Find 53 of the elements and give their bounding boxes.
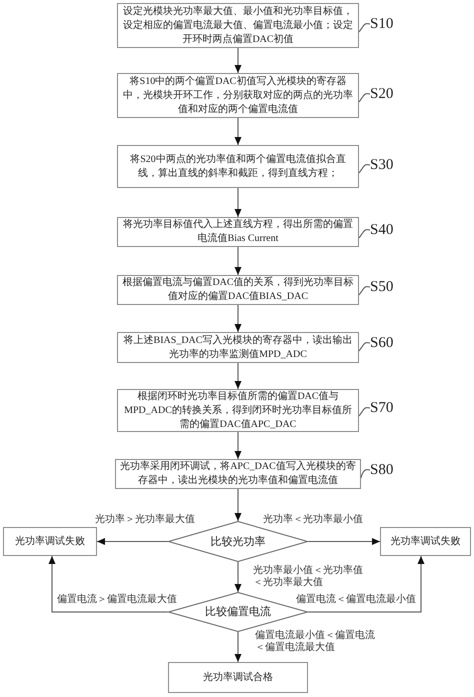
edge-label: 偏置电流＜偏置电流最小值 xyxy=(296,594,416,606)
edge-label: 光功率＜光功率最小值 xyxy=(263,514,363,526)
result-text: 光功率调试失败 xyxy=(15,534,85,548)
step-label: S80 xyxy=(370,462,394,478)
result-text: 光功率调试合格 xyxy=(203,670,273,684)
leader-line xyxy=(358,229,370,238)
process-text: 将S20中两点的光功率值和两个偏置电流值拟合直线，算出直线的斜率和截距，得到直线方程； xyxy=(129,152,347,180)
arrow xyxy=(234,304,242,332)
edge-label: 偏置电流最小值＜偏置电流＜偏置电流最大值 xyxy=(255,630,376,654)
leader-line xyxy=(358,407,370,416)
process-box xyxy=(117,145,359,188)
decision-text: 比较光功率 xyxy=(210,534,266,548)
arrow xyxy=(96,538,168,545)
arrow xyxy=(234,562,242,592)
process-text: 光功率采用闭环调试，将APC_DAC值写入光模块的寄存器中，读出光模块的光功率值和偏置电流值 xyxy=(119,460,357,488)
leader-line xyxy=(358,342,370,352)
step-label: S60 xyxy=(370,335,394,351)
arrow xyxy=(308,556,424,612)
leader-line xyxy=(358,23,370,32)
arrow xyxy=(234,432,242,460)
arrow xyxy=(308,538,380,545)
edge-label: 光功率＞光功率最大值 xyxy=(95,514,195,526)
step-label: S30 xyxy=(370,157,394,173)
arrow xyxy=(234,118,242,146)
result-text: 光功率调试失败 xyxy=(390,534,460,548)
process-text: 将光功率目标值代入上述直线方程，得出所需的偏置电流值Bias Current xyxy=(122,218,354,246)
result-box xyxy=(380,527,471,556)
leader-line xyxy=(358,164,370,174)
step-label: S10 xyxy=(370,16,394,32)
arrow xyxy=(234,48,242,74)
result-box xyxy=(3,527,97,556)
process-text: 根据闭环时光功率目标值所需的偏置DAC值与MPD_ADC的转换关系，得到闭环时光功率目标值所需的偏置DAC值APC_DAC xyxy=(123,390,353,432)
result-box xyxy=(168,662,308,693)
leader-line xyxy=(360,469,370,478)
step-label: S40 xyxy=(370,222,394,238)
process-text: 设定光模块光功率最大值、最小值和光功率目标值，设定相应的偏置电流最大值、偏置电流最小值；设定开环时两点偏置DAC初值 xyxy=(122,4,354,46)
process-text: 根据偏置电流与偏置DAC值的关系，得到光功率目标值对应的偏置DAC值BIAS_DAC xyxy=(121,276,355,304)
decision-text: 比较偏置电流 xyxy=(205,605,271,619)
arrow xyxy=(48,556,168,612)
leader-line xyxy=(358,93,370,102)
arrow xyxy=(234,362,242,390)
step-label: S20 xyxy=(370,86,394,102)
arrow xyxy=(234,632,242,662)
leader-line xyxy=(358,286,370,296)
arrow xyxy=(234,246,242,276)
process-text: 将S10中的两个偏置DAC初值写入光模块的寄存器中，光模块开环工作，分别获取对应的两点的光功率值和对应的两个偏置电流值 xyxy=(122,74,354,116)
edge-label: 光功率最小值＜光功率值＜光功率最大值 xyxy=(253,565,364,589)
process-text: 将上述BIAS_DAC写入光模块的寄存器中，读出输出光功率的功率监测值MPD_ADC xyxy=(122,334,354,362)
edge-label: 偏置电流＞偏置电流最大值 xyxy=(57,594,177,606)
arrow xyxy=(234,188,242,218)
step-label: S70 xyxy=(370,400,394,416)
arrow xyxy=(234,488,242,522)
step-label: S50 xyxy=(370,279,394,295)
